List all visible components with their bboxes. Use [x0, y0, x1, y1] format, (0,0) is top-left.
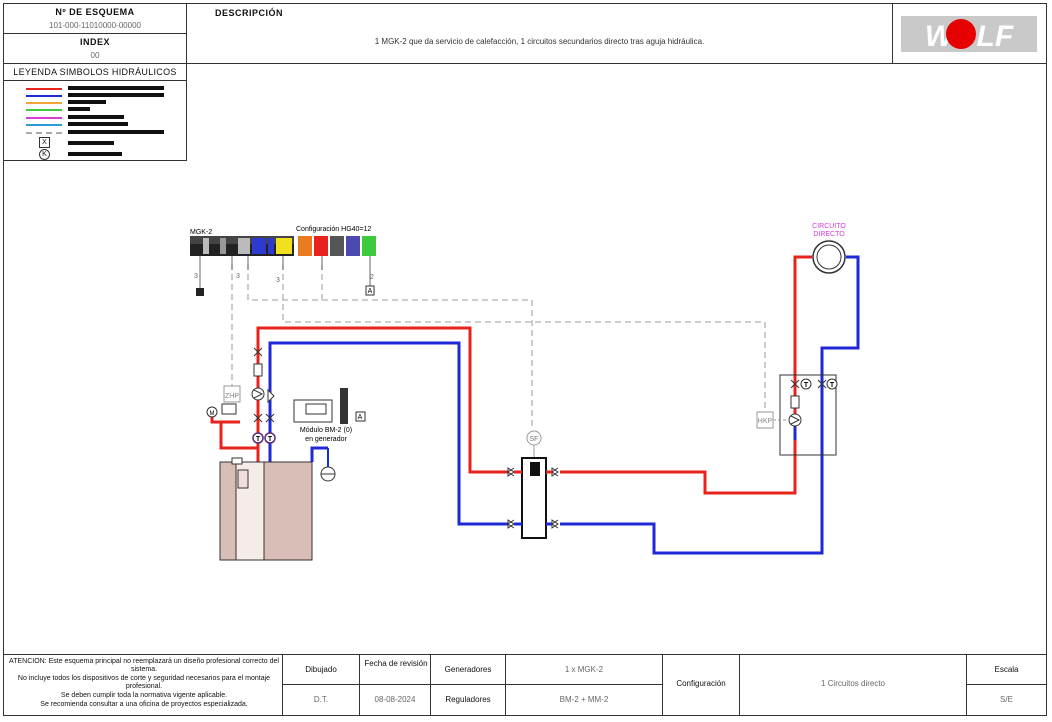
- temp-sensor-label: T: [804, 382, 809, 389]
- regulators-label-cell: Reguladores: [430, 684, 506, 716]
- legend-line-dashed: [26, 132, 62, 134]
- scale-value-cell: S/E: [966, 684, 1047, 716]
- bm2-terminal: [340, 388, 348, 424]
- motor-icon: [206, 406, 218, 418]
- config-value: 1 Circuitos directo: [820, 679, 886, 688]
- wire-count-label: 3: [194, 273, 198, 280]
- temp-sensor-icon: [252, 432, 264, 444]
- controller-label: MGK-2: [190, 229, 212, 236]
- revision-value-cell: 08-08-2024: [359, 684, 431, 716]
- legend-text-bar: [68, 152, 122, 156]
- motor-label: M: [210, 411, 215, 417]
- zhp-box: [223, 385, 241, 403]
- legend-title: LEYENDA SIMBOLOS HIDRÁULICOS: [4, 64, 186, 81]
- circuit-station-box: [779, 374, 837, 456]
- config-label-cell: Configuración: [662, 654, 740, 716]
- expansion-icon: [267, 388, 275, 404]
- regulators-value-cell: BM-2 + MM-2: [505, 684, 663, 716]
- temp-sensor-label: T: [256, 436, 261, 443]
- legend-symbol-k: K: [39, 149, 50, 160]
- module-label-line2: en generador: [305, 436, 347, 443]
- description-text: 1 MGK-2 que da servicio de calefacción, …: [374, 37, 705, 46]
- legend-text-bar: [68, 141, 114, 145]
- zhp-label: ZHP: [225, 393, 239, 400]
- legend-text-bar: [68, 115, 124, 119]
- boiler-body: [219, 461, 313, 561]
- legend-line-blue: [26, 95, 62, 97]
- valve-icon: [253, 413, 275, 423]
- revision-value: 08-08-2024: [374, 695, 416, 704]
- check-valve-icon: [253, 363, 263, 377]
- config-value-cell: 1 Circuitos directo: [739, 654, 967, 716]
- legend-text-bar: [68, 107, 90, 111]
- generators-label-cell: Generadores: [430, 654, 506, 685]
- circuit-label-line1: CIRCUITO: [812, 223, 846, 230]
- logo-cell: WOLF: [892, 3, 1047, 64]
- config-label: Configuración: [676, 679, 726, 688]
- notice-line: ATENCION: Este esquema principal no reem…: [9, 658, 279, 673]
- scale-label: Escala: [994, 665, 1019, 674]
- notice-cell: ATENCION: Este esquema principal no reem…: [3, 654, 283, 716]
- return-pipes: [268, 255, 860, 555]
- hydraulic-diagram: ZHP M T T A Módulo BM-2 (0) en generador…: [190, 223, 860, 561]
- legend-line-cyan: [26, 124, 62, 126]
- temp-sensor-label: T: [830, 382, 835, 389]
- wire-count-label: 3: [276, 277, 280, 284]
- regulators-value: BM-2 + MM-2: [559, 695, 609, 704]
- scale-value: S/E: [1000, 695, 1013, 704]
- generators-label: Generadores: [444, 665, 492, 674]
- legend-line-orange: [26, 102, 62, 104]
- legend-text-bar: [68, 86, 164, 90]
- legend-text-bar: [68, 122, 128, 126]
- index-label: INDEX: [79, 37, 110, 47]
- index-value: 00: [90, 51, 100, 60]
- legend-text-bar: [68, 100, 106, 104]
- legend-box: LEYENDA SIMBOLOS HIDRÁULICOS X K: [3, 63, 187, 161]
- legend-line-green: [26, 109, 62, 111]
- notice-line: No incluye todos los dispositivos de cor…: [17, 675, 271, 690]
- legend-text-bar: [68, 130, 164, 134]
- description-label: DESCRIPCIÓN: [215, 8, 284, 18]
- circuit-label-line2: DIRECTO: [813, 231, 845, 238]
- safety-valve-icon: [221, 403, 237, 415]
- valve-icon: [253, 347, 263, 357]
- sensor-a-label: A: [358, 414, 363, 421]
- notice-line: Se deben cumplir toda la normativa vigen…: [60, 692, 228, 699]
- hkp-label: HKP: [758, 418, 773, 425]
- wolf-logo: WOLF: [901, 16, 1037, 53]
- wire-count-label: 2: [370, 274, 374, 281]
- revision-label: Fecha de revisión: [364, 659, 428, 668]
- outdoor-sensor-icon: [196, 288, 204, 296]
- drawn-label-cell: Dibujado: [282, 654, 360, 685]
- revision-label-cell: Fecha de revisión: [359, 654, 431, 685]
- supply-pipes: [210, 255, 812, 495]
- scale-label-cell: Escala: [966, 654, 1047, 685]
- wire-count-label: 3: [236, 273, 240, 280]
- generators-value: 1 x MGK-2: [564, 665, 604, 674]
- sf-label: SF: [530, 436, 539, 443]
- scheme-number-label: Nº DE ESQUEMA: [55, 7, 135, 17]
- config-label: Configuración HG40=12: [296, 226, 371, 233]
- scheme-number-value: 101-000-11010000-00000: [49, 21, 141, 30]
- sensor-a-label: A: [368, 288, 373, 295]
- legend-text-bar: [68, 93, 164, 97]
- mgk-terminal-strip: [190, 236, 376, 256]
- module-label-line1: Módulo BM-2 (0): [300, 427, 352, 434]
- drawn-value-cell: D.T.: [282, 684, 360, 716]
- temp-sensor-icon: [264, 432, 276, 444]
- legend-line-red: [26, 88, 62, 90]
- legend-line-magenta: [26, 117, 62, 119]
- regulators-label: Reguladores: [445, 695, 491, 704]
- temp-sensor-label: T: [268, 436, 273, 443]
- check-valve-icon: [790, 395, 800, 409]
- legend-symbol-x: X: [39, 137, 50, 148]
- drawn-label: Dibujado: [305, 665, 337, 674]
- generators-value-cell: 1 x MGK-2: [505, 654, 663, 685]
- drawn-value: D.T.: [313, 695, 329, 704]
- notice-line: Se recomienda consultar a una oficina de…: [40, 701, 248, 708]
